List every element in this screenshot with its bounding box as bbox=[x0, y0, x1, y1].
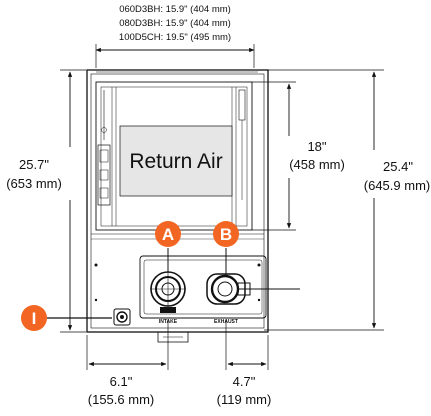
exhaust-port: EXHAUST bbox=[206, 273, 300, 325]
vent-panel bbox=[139, 255, 267, 319]
return-air-label: Return Air bbox=[129, 150, 222, 173]
badge-b-label: B bbox=[220, 225, 232, 244]
bottom-left-in: 6.1" bbox=[110, 374, 133, 389]
return-air-panel bbox=[119, 125, 233, 197]
left-height-dimension: 25.7" (653 mm) bbox=[6, 69, 86, 333]
badge-i-label: I bbox=[32, 309, 37, 328]
bottom-right-mm: (119 mm) bbox=[217, 392, 272, 407]
badge-a: A bbox=[155, 221, 181, 272]
inner-height-dimension: 18" (458 mm) bbox=[252, 81, 345, 231]
width-line-1: 060D3BH: 15.9" (404 mm) bbox=[119, 4, 231, 15]
inner-height-mm: (458 mm) bbox=[289, 157, 345, 172]
right-height-in: 25.4" bbox=[383, 159, 413, 174]
left-height-in: 25.7" bbox=[19, 157, 49, 172]
furnace-cabinet: Return Air bbox=[86, 69, 269, 343]
intake-port: INTAKE bbox=[150, 271, 186, 325]
inner-height-in: 18" bbox=[307, 139, 326, 154]
bottom-left-mm: (155.6 mm) bbox=[88, 392, 154, 407]
right-height-mm: (645.9 mm) bbox=[364, 178, 430, 193]
badge-a-label: A bbox=[162, 225, 174, 244]
badge-b-circle bbox=[213, 221, 239, 247]
badge-a-circle bbox=[155, 221, 181, 247]
bottom-right-in: 4.7" bbox=[233, 374, 256, 389]
side-fitting bbox=[113, 308, 131, 326]
left-height-mm: (653 mm) bbox=[6, 176, 62, 191]
badge-b: B bbox=[213, 221, 239, 276]
bottom-dimensions: 6.1" (155.6 mm) 4.7" (119 mm) bbox=[86, 320, 272, 407]
right-height-dimension: 25.4" (645.9 mm) bbox=[264, 69, 430, 331]
badge-i: I bbox=[21, 305, 112, 331]
badge-i-circle bbox=[21, 305, 47, 331]
width-line-2: 080D3BH: 15.9" (404 mm) bbox=[119, 18, 231, 29]
top-width-dimension: 060D3BH: 15.9" (404 mm) 080D3BH: 15.9" (… bbox=[95, 4, 255, 68]
width-line-3: 100D5CH: 19.5" (495 mm) bbox=[119, 32, 231, 43]
